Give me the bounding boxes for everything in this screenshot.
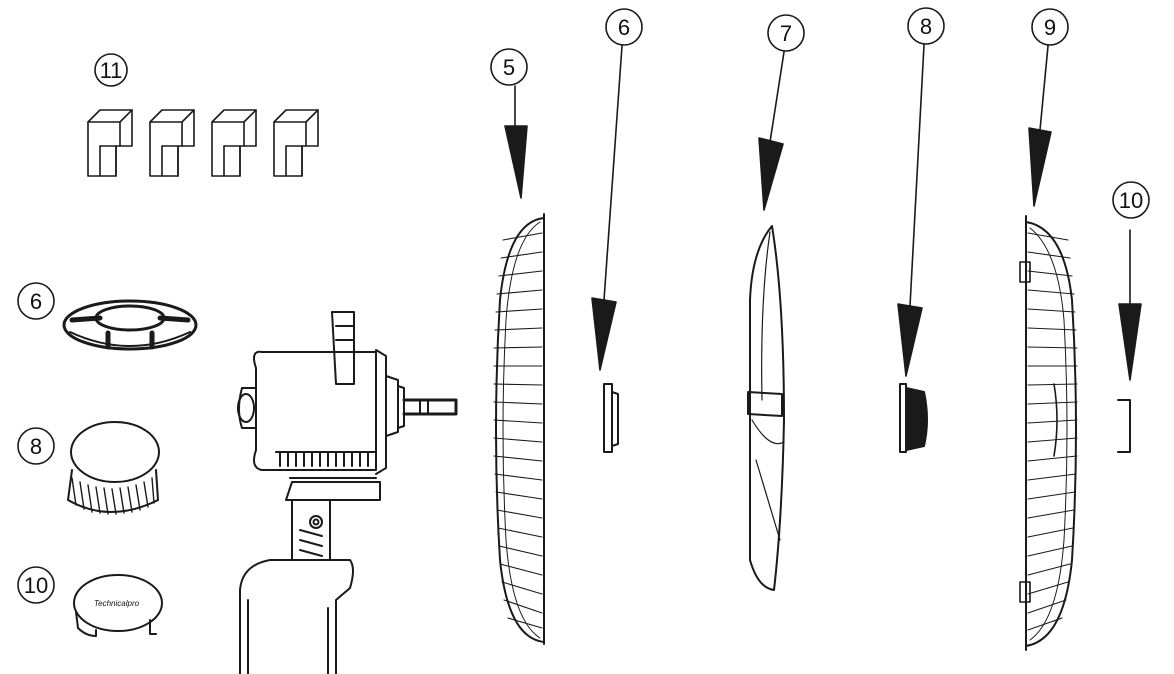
detail-10-badge-cap: 10 Technicalpro: [17, 566, 163, 637]
callout-label-11: 11: [100, 58, 123, 83]
callout-label-10-left: 10: [24, 573, 48, 598]
callout-circle-11: [94, 53, 128, 87]
arrow-6: [591, 297, 617, 371]
callout-circle-6-left: [17, 282, 55, 320]
callout-circle-7: [767, 14, 805, 52]
callout-circle-10-right: [1112, 181, 1150, 219]
arrow-5: [504, 125, 528, 199]
part-5-rear-grille: 5: [490, 48, 545, 645]
part-11-clips: 11: [87, 53, 319, 177]
part-10-badge-cap: 10: [1112, 181, 1150, 453]
arrow-9: [1028, 127, 1052, 207]
arrow-8: [897, 303, 923, 377]
callout-label-5: 5: [503, 55, 515, 80]
detail-6-ring-nut: 6: [17, 282, 198, 351]
callout-label-8-left: 8: [30, 434, 42, 459]
part-6-ring-nut: 6: [591, 8, 643, 453]
part-9-front-grille: 9: [1019, 8, 1078, 651]
callout-label-6-left: 6: [30, 289, 42, 314]
motor-head-assembly: [237, 311, 458, 674]
callout-circle-8-left: [17, 427, 55, 465]
callout-label-7: 7: [780, 21, 792, 46]
clip-block: [149, 109, 195, 177]
callout-label-9: 9: [1044, 15, 1056, 40]
callout-circle-10-left: [17, 566, 55, 604]
part-8-spinner-cap: 8: [897, 7, 945, 453]
detail-8-spinner-cap: 8: [17, 421, 160, 515]
clip-block: [211, 109, 257, 177]
arrow-7: [758, 137, 784, 211]
callout-circle-9: [1031, 8, 1069, 46]
callout-circle-5: [490, 48, 528, 86]
callout-label-6-top: 6: [618, 15, 630, 40]
callout-circle-8-top: [907, 7, 945, 45]
clip-block: [87, 109, 133, 177]
callout-circle-6-top: [605, 8, 643, 46]
clip-block: [273, 109, 319, 177]
grille-wires: [1027, 232, 1078, 631]
brand-logo-text: Technicalpro: [94, 599, 140, 608]
grille-wires: [493, 232, 543, 629]
callout-label-10-right: 10: [1119, 188, 1143, 213]
arrow-10: [1118, 303, 1142, 381]
callout-label-8-top: 8: [920, 14, 932, 39]
part-7-fan-blade: 7: [747, 14, 805, 591]
